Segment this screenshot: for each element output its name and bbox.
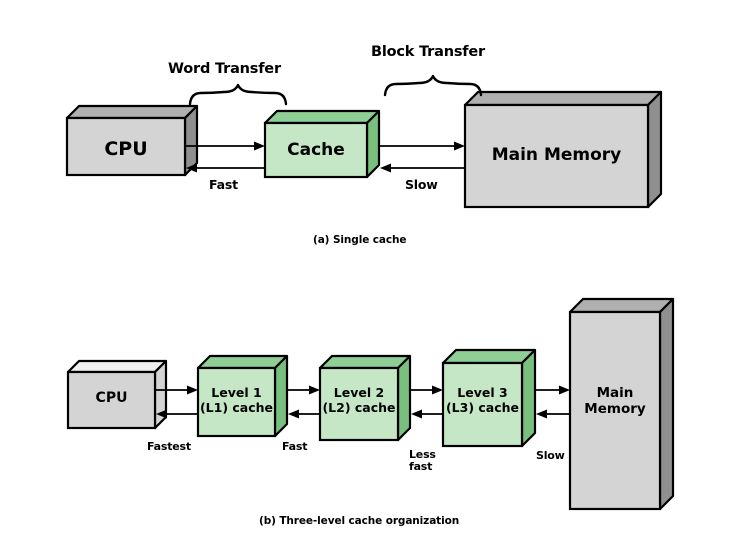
panel-b-fast-label: Fast [282,440,308,453]
panel-b-arrow-l2-to-l1 [288,409,319,419]
panel-b-caption: (b) Three-level cache organization [259,515,460,527]
panel-b-arrow-l1-to-cpu [156,409,197,419]
panel-b-level-1-box [196,354,289,438]
panel-a-arrow-cache-to-cpu [186,163,264,173]
word-transfer-label: Word Transfer [168,61,281,77]
panel-b-fastest-label: Fastest [147,440,191,453]
panel-a-cache-box [263,109,381,179]
panel-a-arrow-cache-to-memory [380,141,465,151]
panel-a-arrow-memory-to-cache [380,163,464,173]
panel-b-cpu-box [66,359,168,430]
word-transfer-brace-icon [188,83,288,106]
panel-b-level-2-box [318,354,412,442]
block-transfer-label: Block Transfer [371,44,485,60]
panel-b-arrow-l2-to-l3 [411,385,443,395]
panel-b-less-fast-label: Less fast [409,448,436,473]
panel-a-main-memory-box [463,90,663,209]
block-transfer-brace-icon [383,74,483,97]
panel-b-slow-label: Slow [536,449,565,462]
panel-a-arrow-cpu-to-cache [186,141,265,151]
panel-b-arrow-memory-to-l3 [536,409,569,419]
panel-a-caption: (a) Single cache [313,234,407,246]
panel-b-main-memory-box [568,297,675,511]
panel-a-cpu-box [65,104,199,177]
panel-b-arrow-l3-to-l2 [411,409,442,419]
panel-a-slow-label: Slow [405,177,438,192]
panel-b-arrow-l3-to-memory [536,385,570,395]
panel-b-level-3-box [441,348,537,448]
panel-a-fast-label: Fast [209,177,238,192]
panel-b-arrow-l1-to-l2 [288,385,320,395]
panel-b-arrow-cpu-to-l1 [156,385,198,395]
